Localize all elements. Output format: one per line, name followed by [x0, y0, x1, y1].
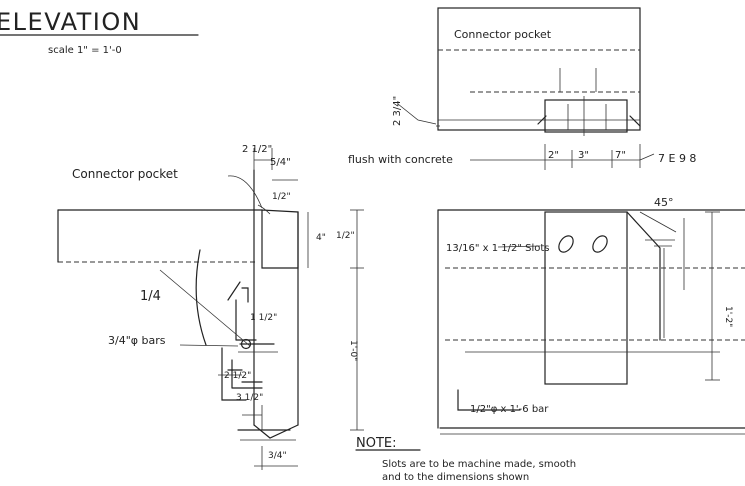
dim-height-a: 4" [316, 233, 326, 243]
flush-label: flush with concrete [348, 153, 453, 166]
note-line-2: and to the dimensions shown [382, 472, 529, 483]
dim-bar-b: 2 1/2" [224, 371, 251, 381]
dim-pocket-depth: 1/2" [272, 192, 291, 202]
note-block: NOTE: Slots are to be machine made, smoo… [355, 436, 576, 483]
dim-bar-a: 1 1/2" [250, 313, 277, 323]
bar-label: 1/2"φ x 1'-6 bar [470, 404, 549, 415]
dim-side: 2 3/4" [392, 96, 403, 126]
slots-label: 13/16" x 1 1/2" Slots [446, 243, 549, 254]
dim-top-b: 5/4" [270, 157, 291, 168]
bars-label: 3/4"φ bars [108, 334, 166, 347]
dim-top-a: 2 1/2" [242, 144, 272, 155]
weld-symbol: 1/4 [140, 289, 161, 304]
drawing-title: ELEVATION [0, 8, 141, 36]
dim-bar-c: 3 1/2" [236, 393, 263, 403]
dim-vertical: 1'-0" [348, 340, 358, 361]
angle-label: 45° [654, 196, 674, 209]
left-connector-pocket-label: Connector pocket [72, 167, 178, 181]
dim-right-vertical: 1'-2" [723, 306, 733, 327]
dim-a: 2" [548, 150, 559, 161]
dim-b: 3" [578, 150, 589, 161]
scale-label: scale 1" = 1'-0 [48, 45, 122, 56]
dim-bottom: 3/4" [268, 451, 287, 461]
right-elevation-view [397, 7, 745, 435]
right-connector-pocket-label: Connector pocket [454, 28, 552, 41]
tag-label: 7 E 9 8 [658, 152, 696, 165]
left-section-view [57, 148, 364, 470]
note-line-1: Slots are to be machine made, smooth [382, 459, 576, 470]
dim-height-b: 1/2" [336, 231, 355, 241]
note-heading: NOTE: [356, 436, 397, 451]
dim-c: 7" [615, 150, 626, 161]
